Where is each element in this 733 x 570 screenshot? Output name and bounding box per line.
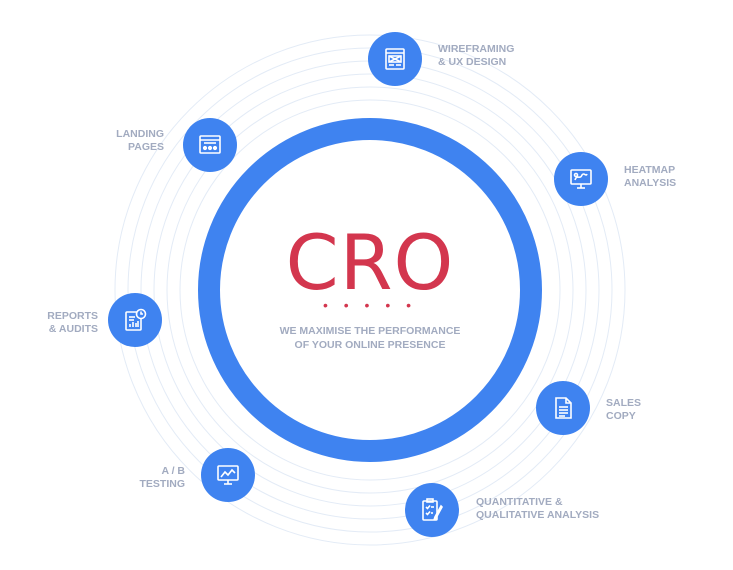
quant-qual-label: QUANTITATIVE & QUALITATIVE ANALYSIS bbox=[476, 496, 600, 521]
ab-testing-label: A / B TESTING bbox=[139, 465, 185, 490]
landing-label: LANDING PAGES bbox=[116, 128, 164, 153]
landing-page-icon bbox=[199, 135, 221, 154]
heatmap-monitor-icon bbox=[570, 169, 592, 189]
heatmap-node[interactable] bbox=[554, 152, 608, 206]
decorative-dots: • • • • • bbox=[322, 297, 418, 313]
report-clock-icon bbox=[125, 308, 147, 331]
landing-node[interactable] bbox=[183, 118, 237, 172]
tagline-line-1: WE MAXIMISE THE PERFORMANCE bbox=[279, 325, 461, 337]
document-icon bbox=[555, 397, 572, 419]
reports-label: REPORTS & AUDITS bbox=[47, 310, 98, 335]
cro-main-ring bbox=[198, 118, 542, 462]
tagline-line-2: OF YOUR ONLINE PRESENCE bbox=[294, 339, 446, 351]
checklist-pen-icon bbox=[422, 498, 443, 521]
ab-testing-node[interactable] bbox=[201, 448, 255, 502]
heatmap-label: HEATMAP ANALYSIS bbox=[624, 164, 677, 189]
reports-node[interactable] bbox=[108, 293, 162, 347]
wireframing-label: WIREFRAMING & UX DESIGN bbox=[438, 43, 515, 68]
wireframe-icon bbox=[385, 48, 405, 70]
quant-qual-node[interactable] bbox=[405, 483, 459, 537]
sales-copy-node[interactable] bbox=[536, 381, 590, 435]
sales-copy-label: SALES COPY bbox=[606, 397, 642, 422]
chart-monitor-icon bbox=[217, 465, 239, 485]
wireframing-node[interactable] bbox=[368, 32, 422, 86]
cro-title: CRO bbox=[285, 218, 455, 307]
cro-tagline: WE MAXIMISE THE PERFORMANCE OF YOUR ONLI… bbox=[250, 324, 490, 352]
